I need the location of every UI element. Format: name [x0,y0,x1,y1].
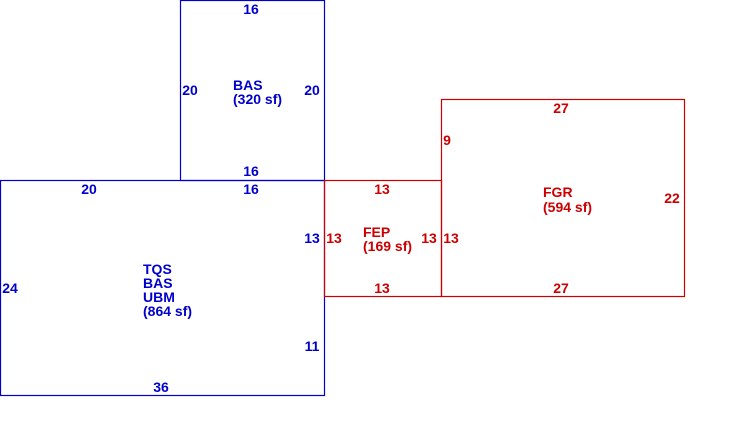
fgr-outline [440,98,686,298]
main-dim-left: 24 [2,280,18,296]
fgr-dim-bottom: 27 [553,280,569,296]
fep-dim-left: 13 [326,230,342,246]
fgr-dim-top: 27 [553,100,569,116]
main-dim-top-left: 20 [81,181,97,197]
bas-upper-area: (320 sf) [233,91,282,107]
fep-area: (169 sf) [363,238,412,254]
main-dim-right-upper: 13 [304,230,320,246]
fgr-dim-left-lower: 13 [443,230,459,246]
fep-dim-bottom: 13 [374,280,390,296]
fep-name: FEP [363,224,390,240]
fgr-name: FGR [543,184,573,200]
main-dim-top-right: 16 [243,181,259,197]
fgr-dim-left: 9 [443,132,451,148]
fgr-area: (594 sf) [543,199,592,215]
main-dim-right-lower: 11 [305,338,320,354]
fep-dim-right: 13 [421,230,437,246]
main-area: (864 sf) [143,303,192,319]
main-name-line2: BAS [143,275,173,291]
main-dim-bottom: 36 [153,379,169,395]
bas-upper-dim-top: 16 [243,1,259,17]
fep-dim-top: 13 [374,181,390,197]
bas-upper-dim-bottom: 16 [243,163,259,179]
fgr-dim-right: 22 [664,190,680,206]
main-name-line1: TQS [143,261,172,277]
bas-upper-dim-left: 20 [182,82,198,98]
main-name-line3: UBM [143,289,175,305]
bas-upper-name: BAS [233,77,263,93]
bas-upper-dim-right: 20 [304,82,320,98]
